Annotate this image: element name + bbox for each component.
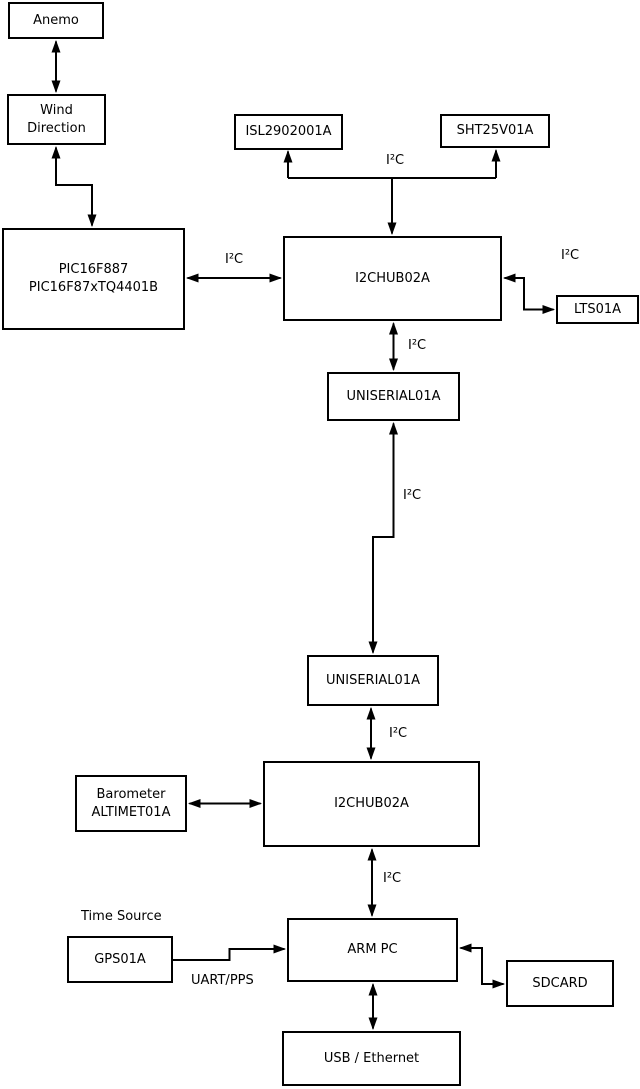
edge-label-i2c-uniserial-link: I²C: [403, 488, 422, 503]
node-gps01a: GPS01A: [67, 936, 173, 983]
node-i2chub02a-bottom-label: I2CHUB02A: [334, 796, 409, 812]
caption-time-source: Time Source: [81, 909, 162, 924]
node-uniserial01a-top-label: UNISERIAL01A: [346, 388, 441, 404]
node-lts01a-label: LTS01A: [573, 301, 622, 317]
node-anemo: Anemo: [8, 2, 104, 39]
node-sdcard-label: SDCARD: [532, 975, 588, 991]
node-isl2902001a: ISL2902001A: [234, 114, 343, 150]
edge-label-i2c-hub-lts: I²C: [561, 248, 580, 263]
node-sdcard: SDCARD: [506, 960, 614, 1007]
node-uniserial01a-bottom: UNISERIAL01A: [307, 655, 439, 706]
node-pic16f887: PIC16F887 PIC16F87xTQ4401B: [2, 228, 185, 330]
edge-wind-pic: [51, 146, 97, 227]
node-barometer-label: Barometer ALTIMET01A: [91, 786, 171, 820]
node-usb-ethernet-label: USB / Ethernet: [323, 1050, 420, 1066]
edge-label-i2c-hub-uniserial: I²C: [408, 338, 427, 353]
edge-label-i2c-pic-hub: I²C: [225, 252, 244, 267]
node-uniserial01a-bottom-label: UNISERIAL01A: [326, 672, 420, 688]
edge-armpc-sdcard: [459, 943, 505, 989]
edge-label-i2c-sensor-bus: I²C: [386, 153, 405, 168]
edge-uniserial1-uniserial2: [368, 422, 398, 654]
node-pic16f887-label: PIC16F887 PIC16F87xTQ4401B: [28, 262, 159, 295]
node-lts01a: LTS01A: [556, 295, 639, 324]
node-sht25v01a-label: SHT25V01A: [456, 123, 534, 139]
node-i2chub02a-bottom: I2CHUB02A: [263, 761, 480, 847]
node-gps01a-label: GPS01A: [94, 951, 146, 967]
node-wind-direction: Wind Direction: [7, 94, 106, 145]
edge-label-i2c-hub2-arm: I²C: [383, 871, 402, 886]
node-sht25v01a: SHT25V01A: [440, 114, 550, 148]
edge-gps-armpc: [173, 944, 286, 961]
node-usb-ethernet: USB / Ethernet: [282, 1031, 461, 1086]
edge-label-uart-pps: UART/PPS: [191, 973, 254, 988]
node-arm-pc: ARM PC: [287, 918, 458, 982]
node-i2chub02a-top: I2CHUB02A: [283, 236, 502, 321]
node-barometer: Barometer ALTIMET01A: [75, 775, 187, 832]
node-wind-direction-label: Wind Direction: [27, 102, 86, 136]
node-uniserial01a-top: UNISERIAL01A: [327, 372, 460, 421]
node-arm-pc-label: ARM PC: [347, 942, 398, 958]
edge-label-i2c-uniserial-hub2: I²C: [389, 726, 408, 741]
node-i2chub02a-top-label: I2CHUB02A: [355, 270, 430, 286]
edge-hub1-lts: [503, 273, 555, 314]
node-anemo-label: Anemo: [33, 12, 79, 28]
node-isl2902001a-label: ISL2902001A: [245, 124, 332, 140]
